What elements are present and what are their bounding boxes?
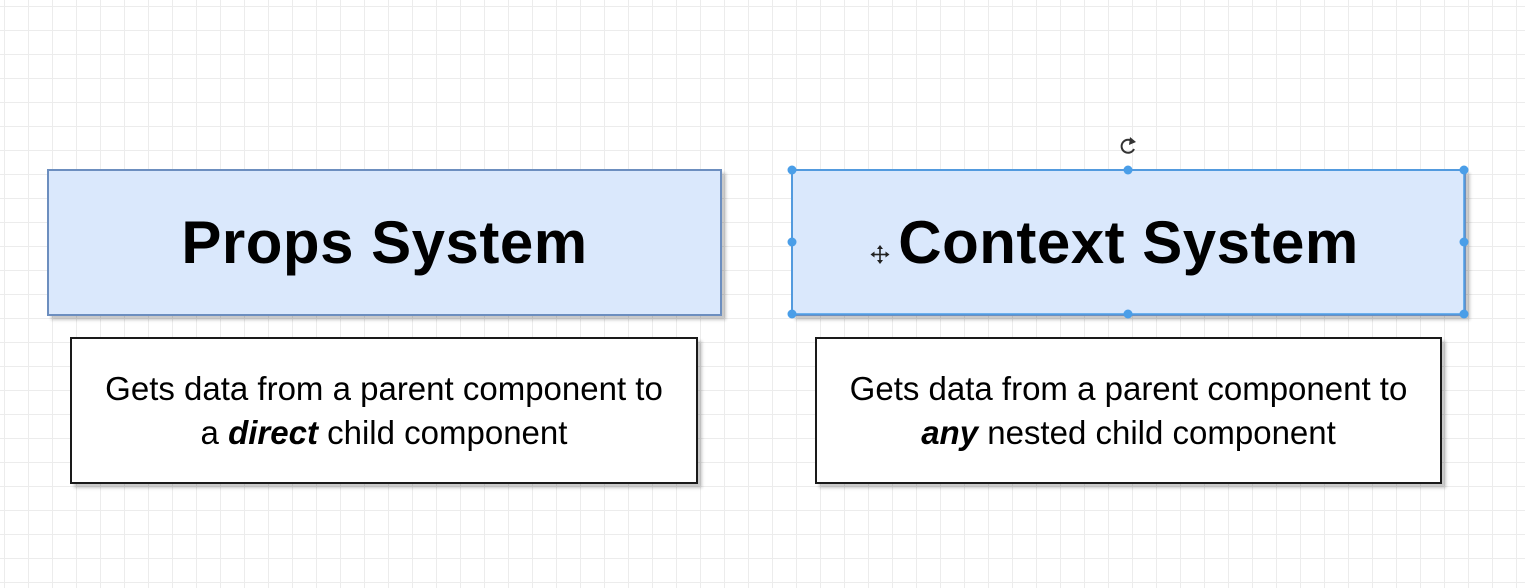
resize-handle-top[interactable]	[1123, 165, 1133, 175]
props-system-title: Props System	[181, 209, 588, 276]
props-description-line2-prefix: a	[200, 413, 229, 451]
move-cursor-icon	[870, 245, 890, 264]
props-system-description-shape[interactable]: Gets data from a parent component to a d…	[70, 337, 698, 484]
props-description-line1: Gets data from a parent component to	[105, 369, 663, 407]
context-system-shape[interactable]: Context System	[791, 169, 1466, 316]
resize-handle-bottom[interactable]	[1123, 309, 1133, 319]
resize-handle-top-left[interactable]	[787, 165, 797, 175]
rotate-icon[interactable]	[1117, 135, 1139, 157]
context-description-line2-suffix: nested child component	[978, 413, 1336, 451]
context-system-title: Context System	[898, 209, 1359, 276]
resize-handle-bottom-left[interactable]	[787, 309, 797, 319]
context-description-emphasis: any	[921, 413, 979, 451]
props-system-description: Gets data from a parent component to a d…	[105, 367, 663, 455]
resize-handle-bottom-right[interactable]	[1459, 309, 1469, 319]
props-description-emphasis: direct	[228, 413, 318, 451]
props-description-line2-suffix: child component	[317, 413, 568, 451]
resize-handle-right[interactable]	[1459, 237, 1469, 247]
context-system-description-shape[interactable]: Gets data from a parent component to any…	[815, 337, 1442, 484]
resize-handle-left[interactable]	[787, 237, 797, 247]
props-system-shape[interactable]: Props System	[47, 169, 722, 316]
resize-handle-top-right[interactable]	[1459, 165, 1469, 175]
context-system-description: Gets data from a parent component to any…	[850, 367, 1408, 455]
context-description-line1: Gets data from a parent component to	[849, 369, 1408, 407]
